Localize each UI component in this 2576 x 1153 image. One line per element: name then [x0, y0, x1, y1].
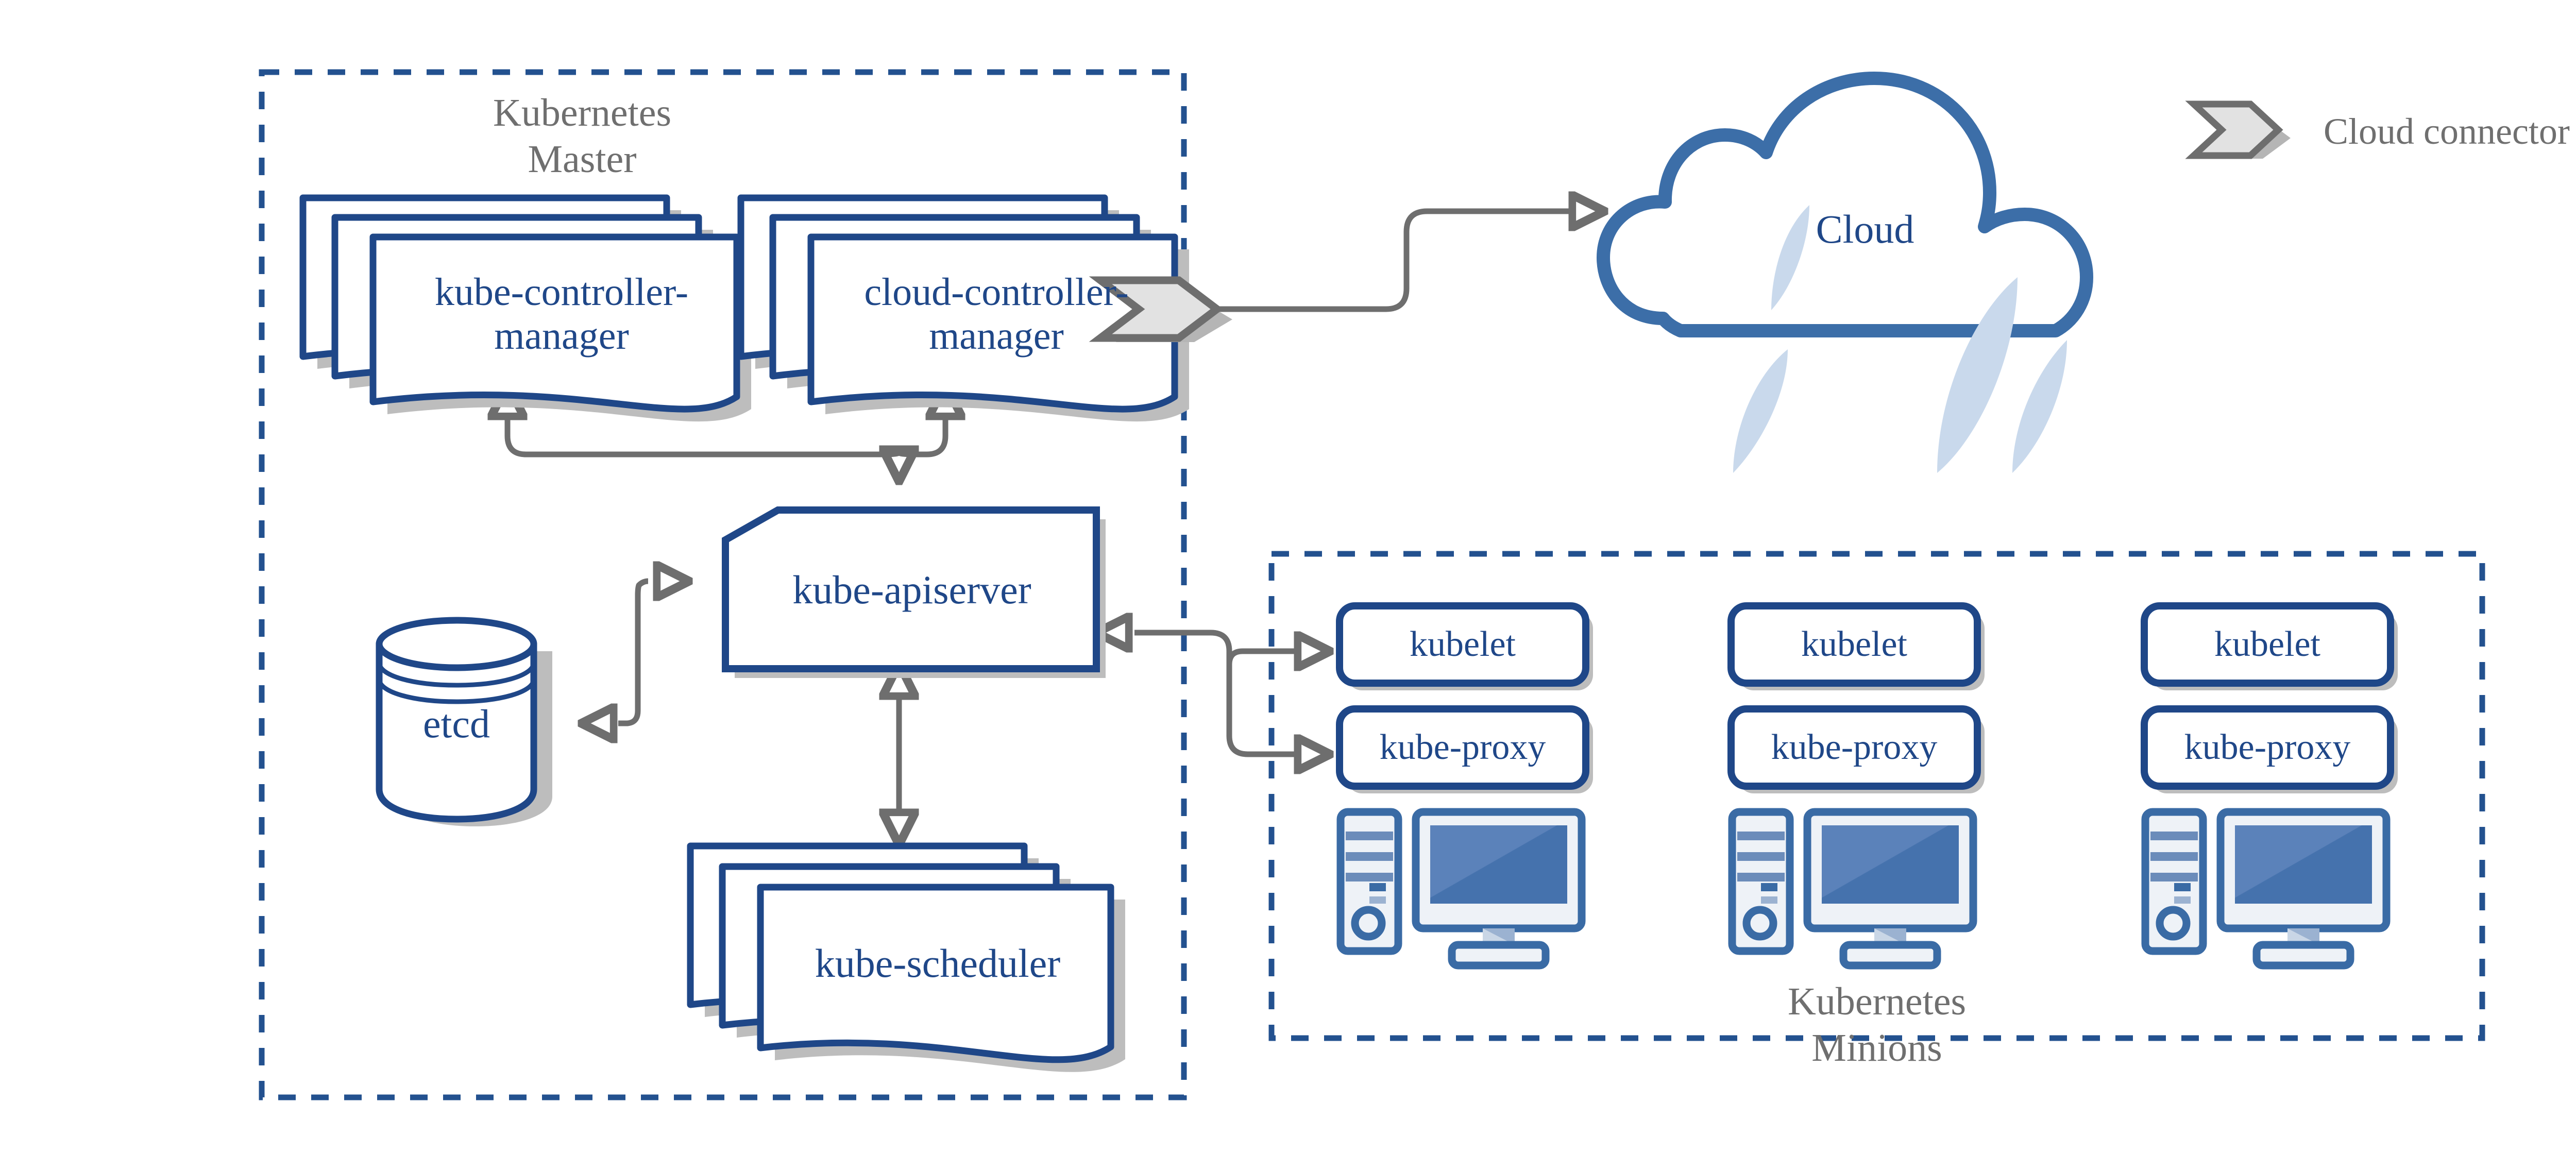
connector-apiserver-to-minion — [1096, 633, 1330, 754]
cloud-accent-swooshes — [1733, 205, 2067, 473]
kubernetes-minions-panel — [1268, 551, 2485, 1041]
minion-1-kubelet-box[interactable] — [1336, 602, 1593, 690]
node-kube-scheduler[interactable] — [687, 842, 1125, 1072]
kubernetes-master-panel — [259, 69, 1187, 1100]
minion-2 — [1727, 602, 1985, 970]
minion-3-desktop-computer-icon — [2141, 808, 2391, 970]
minion-1-desktop-computer-icon — [1336, 808, 1586, 970]
connector-ccm-to-cloud — [1200, 211, 1605, 312]
connector-etcd-apiserver — [581, 581, 689, 723]
minion-3 — [2141, 602, 2398, 970]
node-cloud-controller-manager[interactable] — [737, 194, 1189, 422]
node-etcd[interactable] — [376, 617, 552, 826]
legend-cloud-connector-icon — [2185, 100, 2291, 159]
minion-3-kubelet-box[interactable] — [2141, 602, 2398, 690]
cloud-connector-chevron-icon — [1089, 276, 1232, 342]
node-cloud[interactable] — [1597, 72, 2093, 473]
minion-1-kube-proxy-box[interactable] — [1336, 705, 1593, 793]
minion-1 — [1336, 602, 1593, 970]
node-kube-apiserver[interactable] — [722, 506, 1106, 678]
minion-3-kube-proxy-box[interactable] — [2141, 705, 2398, 793]
minion-2-desktop-computer-icon — [1728, 808, 1977, 970]
minion-2-kube-proxy-box[interactable] — [1727, 705, 1985, 793]
minion-2-kubelet-box[interactable] — [1727, 602, 1985, 690]
node-kube-controller-manager[interactable] — [299, 194, 751, 422]
